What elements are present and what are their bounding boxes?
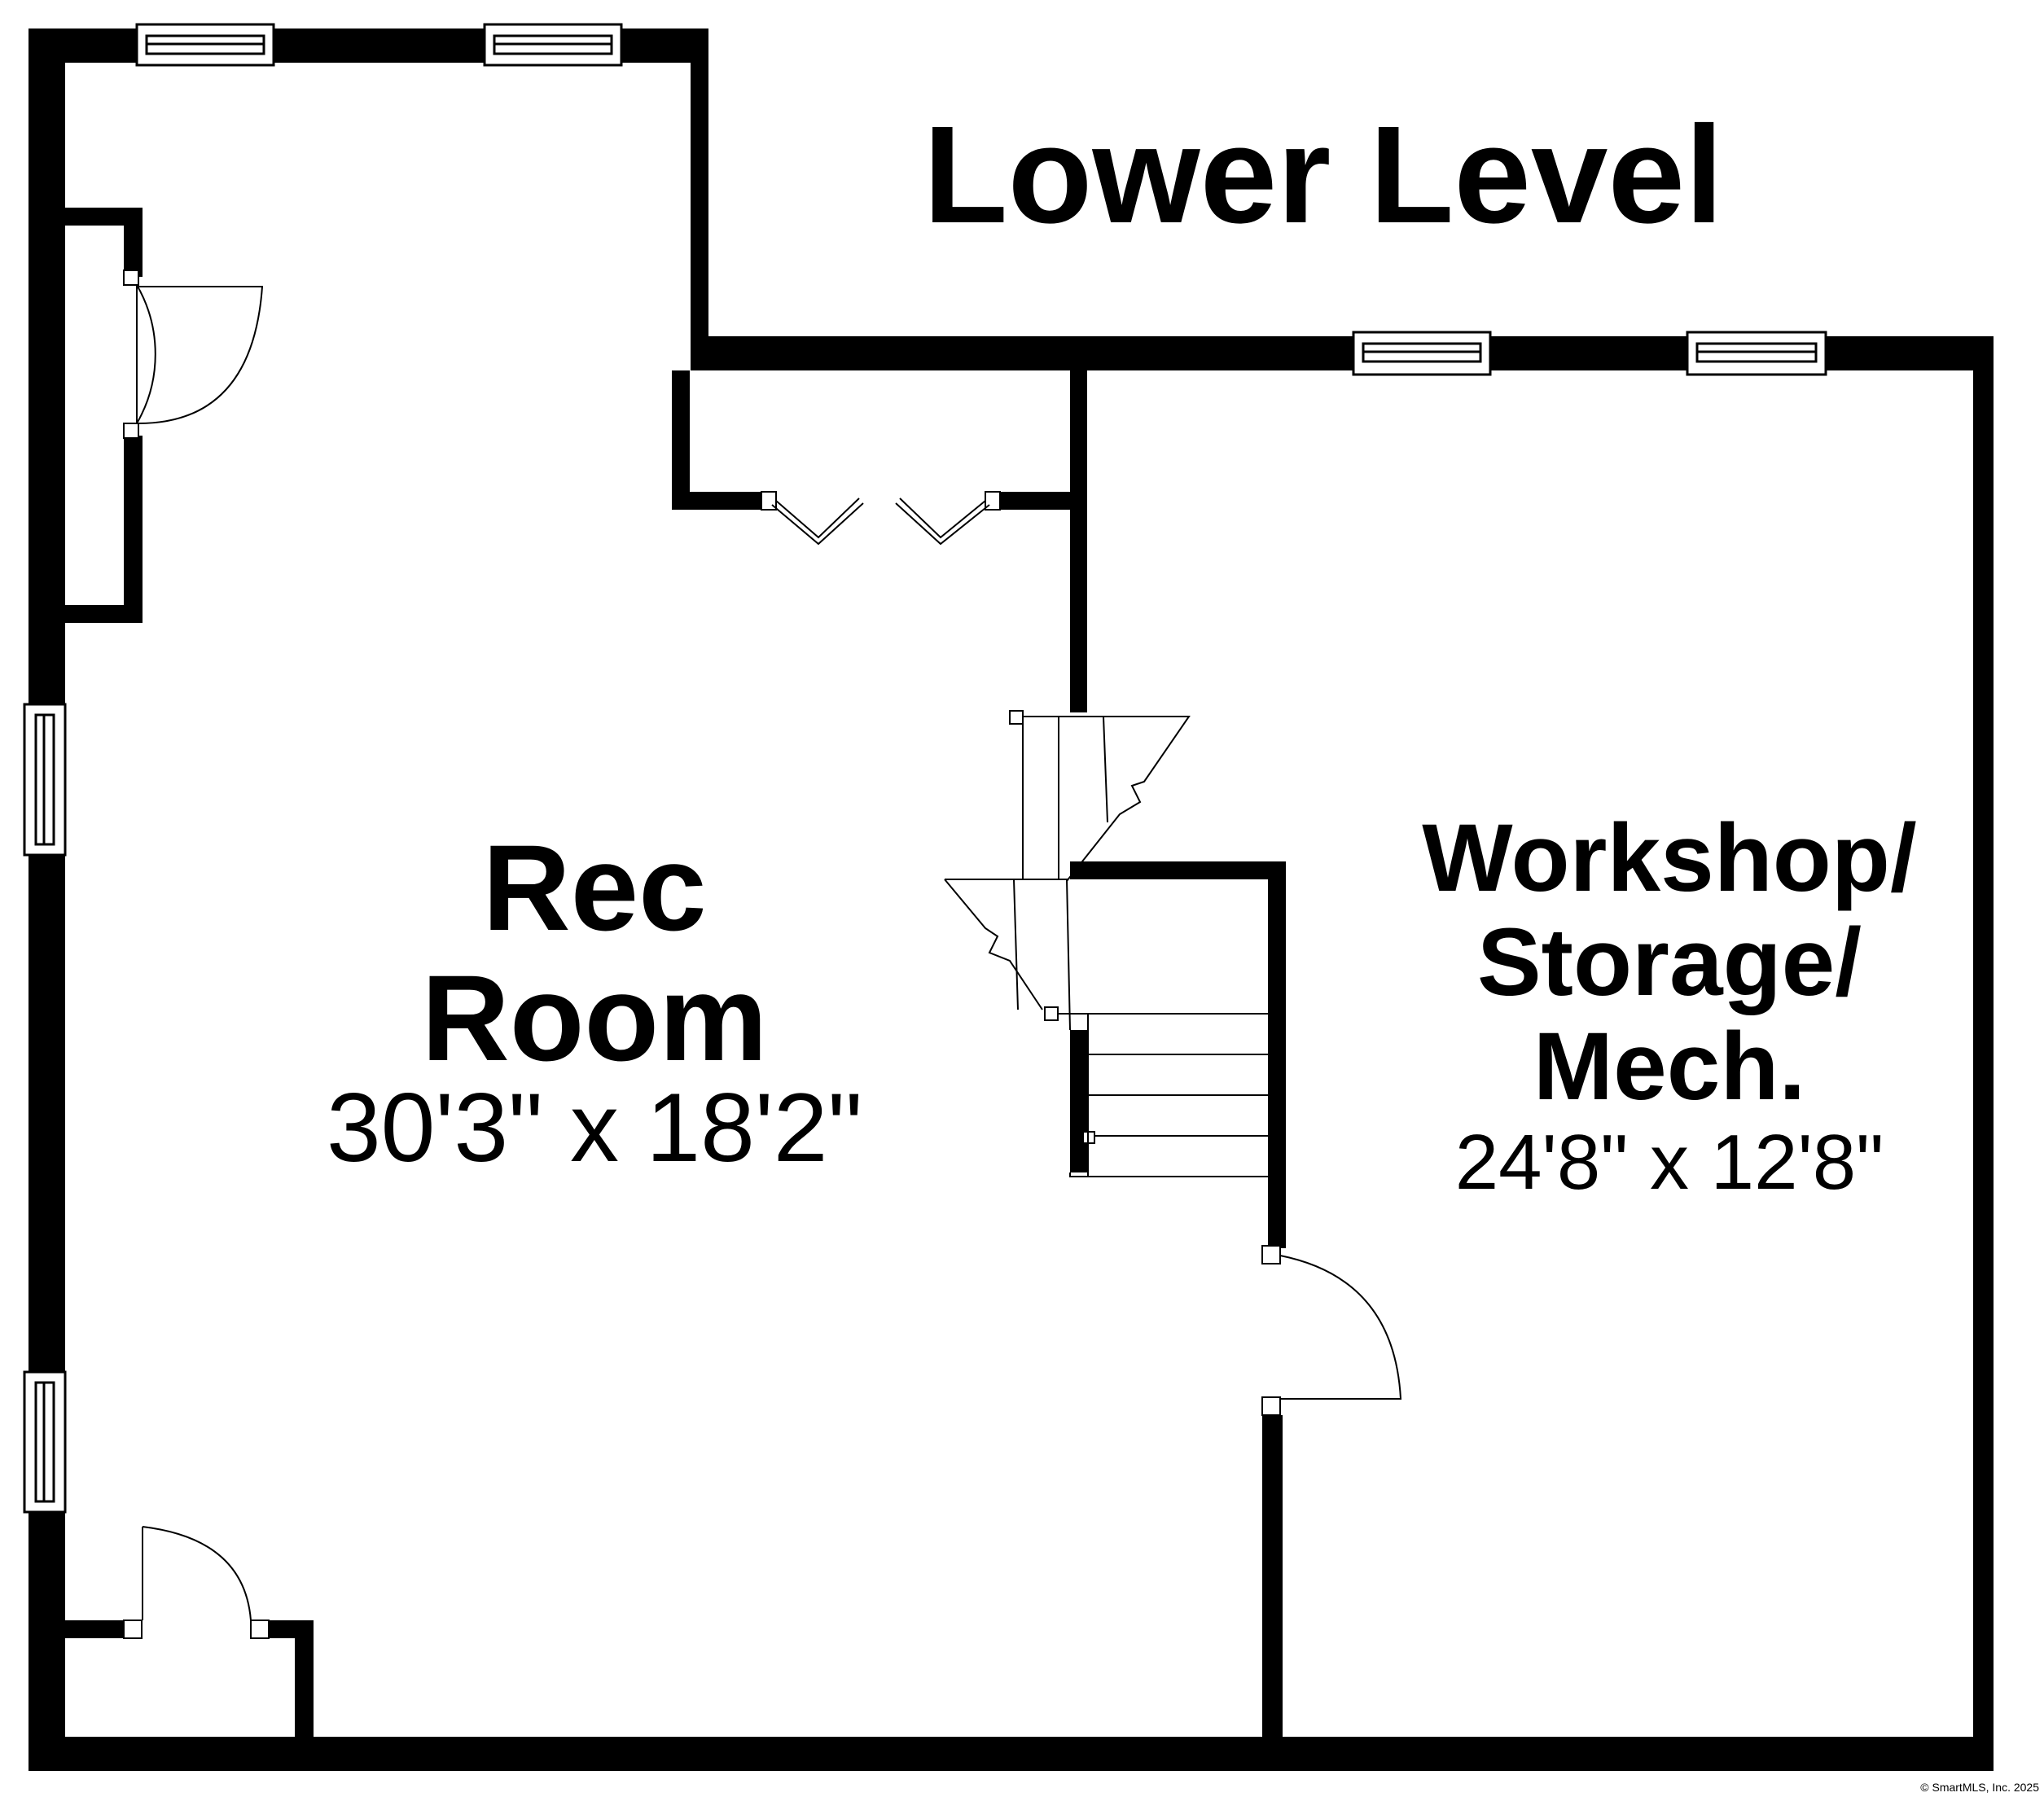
room-name-line: Workshop/ bbox=[1422, 804, 1917, 912]
wall-bl-closet-right bbox=[295, 1620, 314, 1753]
wall-closet-side-top bbox=[124, 208, 143, 277]
wall-bl-closet-top-a bbox=[57, 1620, 130, 1638]
room-name-line: Rec bbox=[482, 819, 707, 956]
wall-closet-top bbox=[57, 208, 143, 226]
room-name-workshop: Workshop/ Storage/ Mech. bbox=[1344, 806, 1995, 1119]
wall-stair-left-b bbox=[1070, 1030, 1088, 1172]
window-top-3 bbox=[1352, 331, 1492, 376]
window-top-4 bbox=[1686, 331, 1827, 376]
wall-stair-left-a bbox=[1070, 861, 1088, 878]
wall-stair-right bbox=[1268, 861, 1286, 1248]
windows bbox=[23, 23, 1827, 1514]
door-divider bbox=[1261, 1245, 1402, 1416]
window-top-1 bbox=[135, 23, 275, 67]
wall-step-vertical bbox=[691, 28, 708, 346]
wall-divider-lower bbox=[1262, 1415, 1283, 1753]
stairs bbox=[944, 710, 1268, 1177]
wall-divider-upper bbox=[1070, 370, 1087, 712]
window-left-2 bbox=[23, 1370, 67, 1514]
room-name-line: Room bbox=[421, 949, 768, 1086]
room-dimensions-rec: 30'3" x 18'2" bbox=[326, 1073, 863, 1182]
wall-stair-top bbox=[1070, 861, 1286, 879]
level-title: Lower Level bbox=[923, 98, 1724, 252]
room-dimensions-workshop: 24'8" x 12'8" bbox=[1454, 1119, 1884, 1206]
door-bl-closet bbox=[123, 1526, 270, 1639]
room-name-rec: Rec Room bbox=[269, 822, 920, 1083]
wall-upper-closet-bottom-left bbox=[672, 492, 765, 510]
wall-right bbox=[1973, 336, 1994, 1771]
window-top-2 bbox=[483, 23, 623, 67]
copyright-text: © SmartMLS, Inc. 2025 bbox=[1920, 1781, 2039, 1794]
wall-upper-closet-left bbox=[672, 370, 690, 509]
wall-closet-side-bottom bbox=[124, 436, 143, 623]
wall-upper-closet-bottom-right bbox=[998, 492, 1072, 510]
door-bifold bbox=[761, 491, 1001, 546]
window-left-1 bbox=[23, 703, 67, 857]
wall-bottom bbox=[29, 1737, 1994, 1771]
room-name-line: Storage/ bbox=[1476, 909, 1862, 1016]
door-closet-left bbox=[123, 270, 264, 439]
doors bbox=[123, 270, 1402, 1639]
wall-closet-bottom bbox=[57, 605, 143, 623]
room-name-line: Mech. bbox=[1533, 1013, 1806, 1120]
